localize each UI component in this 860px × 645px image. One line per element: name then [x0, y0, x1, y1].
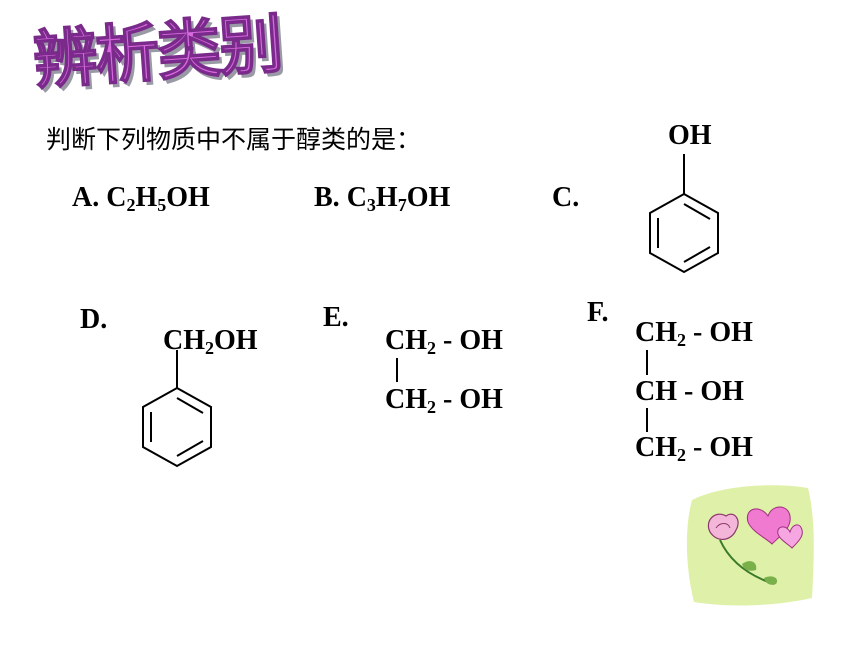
slide-title: 辨析类别: [30, 7, 284, 100]
option-d-label: D.: [80, 304, 108, 335]
option-c-oh-group: OH: [668, 120, 712, 151]
option-e-line1: CH2 - OH: [385, 325, 503, 358]
option-b-formula: C3H7OH: [346, 182, 451, 215]
option-b: B. C3H7OH: [314, 182, 450, 214]
option-f-label: F.: [587, 297, 609, 328]
option-a: A. C2H5OH: [72, 182, 210, 214]
option-f-line2: CH - OH: [635, 376, 744, 407]
option-e-bond: [396, 358, 398, 382]
option-a-label: A.: [72, 182, 100, 213]
question-text: 判断下列物质中不属于醇类的是：: [46, 125, 422, 154]
rose-hearts-clipart-icon: [686, 485, 814, 606]
benzene-ring-c: [649, 154, 719, 274]
option-e-label: E.: [323, 302, 349, 333]
option-d-ch2oh-group: CH2OH: [163, 325, 258, 358]
option-b-label: B.: [314, 182, 340, 213]
benzene-ring-d: [142, 350, 212, 468]
option-f-line1: CH2 - OH: [635, 317, 753, 350]
option-c-label: C.: [552, 182, 580, 213]
option-f-bond-2: [646, 408, 648, 432]
option-e-line2: CH2 - OH: [385, 384, 503, 417]
option-a-formula: C2H5OH: [106, 182, 210, 215]
option-f-bond-1: [646, 350, 648, 375]
option-f-line3: CH2 - OH: [635, 432, 753, 465]
